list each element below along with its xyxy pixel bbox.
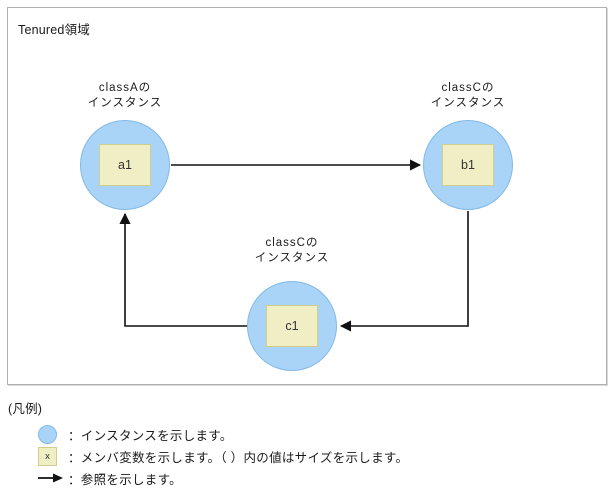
- legend-item-member-variable-text: ：メンバ変数を示します。（ ）内の値はサイズを示します。: [68, 450, 409, 465]
- member-variable-c1: c1: [266, 305, 318, 347]
- legend-item-reference-text: ：参照を示します。: [68, 472, 182, 487]
- member-variable-box-glyph: x: [38, 446, 57, 466]
- legend-title: (凡例): [8, 402, 43, 416]
- node-label-a1: classAの インスタンス: [87, 82, 163, 109]
- node-label-b1: classCの インスタンス: [430, 82, 506, 109]
- legend-item-instance-text: ：インスタンスを示します。: [68, 428, 233, 443]
- legend-item-instance: ：インスタンスを示します。: [38, 423, 608, 445]
- legend-item-member-variable: x ：メンバ変数を示します。（ ）内の値はサイズを示します。: [38, 445, 608, 467]
- instance-node-a1[interactable]: a1: [80, 120, 170, 210]
- instance-node-c1[interactable]: c1: [247, 281, 337, 371]
- reference-arrow-icon: [38, 473, 68, 483]
- node-label-c1: classCの インスタンス: [254, 237, 330, 264]
- instance-circle-icon: [38, 424, 68, 444]
- legend-item-reference: ：参照を示します。: [38, 467, 608, 489]
- tenured-region-title: Tenured領域: [18, 23, 90, 37]
- instance-node-b1[interactable]: b1: [423, 120, 513, 210]
- member-variable-b1: b1: [442, 144, 494, 186]
- legend: (凡例) ：インスタンスを示します。 x ：メンバ変数を示します。（ ）内の値は…: [8, 398, 608, 489]
- member-variable-box-icon: x: [38, 446, 68, 466]
- member-variable-a1: a1: [99, 144, 151, 186]
